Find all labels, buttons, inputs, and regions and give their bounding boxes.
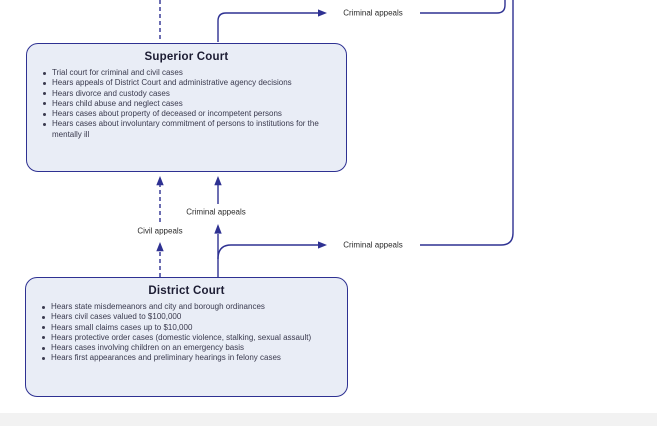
- bullet-item: Hears child abuse and neglect cases: [43, 99, 340, 109]
- page-footer-strip: [0, 413, 657, 426]
- arrowhead-up-icon: [214, 176, 222, 186]
- arrowhead-up-icon: [156, 242, 164, 252]
- bullet-item: Hears small claims cases up to $10,000: [42, 323, 341, 333]
- superior-court-title: Superior Court: [144, 51, 229, 63]
- district-court-title: District Court: [148, 285, 225, 297]
- district-court-bullets: Hears state misdemeanors and city and bo…: [26, 302, 347, 364]
- arrowhead-up-icon: [214, 224, 222, 234]
- bullet-item: Hears first appearances and preliminary …: [42, 353, 341, 363]
- bullet-item: Hears protective order cases (domestic v…: [42, 333, 341, 343]
- bullet-item: Trial court for criminal and civil cases: [43, 68, 340, 78]
- arrowhead-right-icon: [318, 9, 327, 17]
- bullet-item: Hears state misdemeanors and city and bo…: [42, 302, 341, 312]
- superior-court-bullets: Trial court for criminal and civil cases…: [27, 68, 346, 140]
- bullet-item: Hears cases about property of deceased o…: [43, 109, 340, 119]
- bullet-item: Hears cases involving children on an eme…: [42, 343, 341, 353]
- bullet-item: Hears cases about involuntary commitment…: [43, 119, 340, 140]
- label-district-criminal-appeals-right: Criminal appeals: [343, 240, 403, 250]
- label-superior-criminal-appeals: Criminal appeals: [343, 8, 403, 18]
- label-district-civil-appeals: Civil appeals: [137, 226, 183, 236]
- label-district-criminal-appeals-up: Criminal appeals: [186, 207, 246, 217]
- district-court-box: District Court Hears state misdemeanors …: [25, 277, 348, 397]
- arrow-superior-criminal-appeals-exit: [420, 0, 506, 14]
- arrow-superior-criminal-appeals: [217, 12, 318, 42]
- bullet-item: Hears divorce and custody cases: [43, 89, 340, 99]
- superior-court-box: Superior Court Trial court for criminal …: [26, 43, 347, 172]
- arrowhead-right-icon: [318, 241, 327, 249]
- bullet-item: Hears appeals of District Court and admi…: [43, 78, 340, 88]
- arrow-district-criminal-appeals-branch: [217, 244, 318, 260]
- arrowhead-up-icon: [156, 176, 164, 186]
- arrow-district-criminal-appeals-exit: [420, 0, 514, 246]
- bullet-item: Hears civil cases valued to $100,000: [42, 312, 341, 322]
